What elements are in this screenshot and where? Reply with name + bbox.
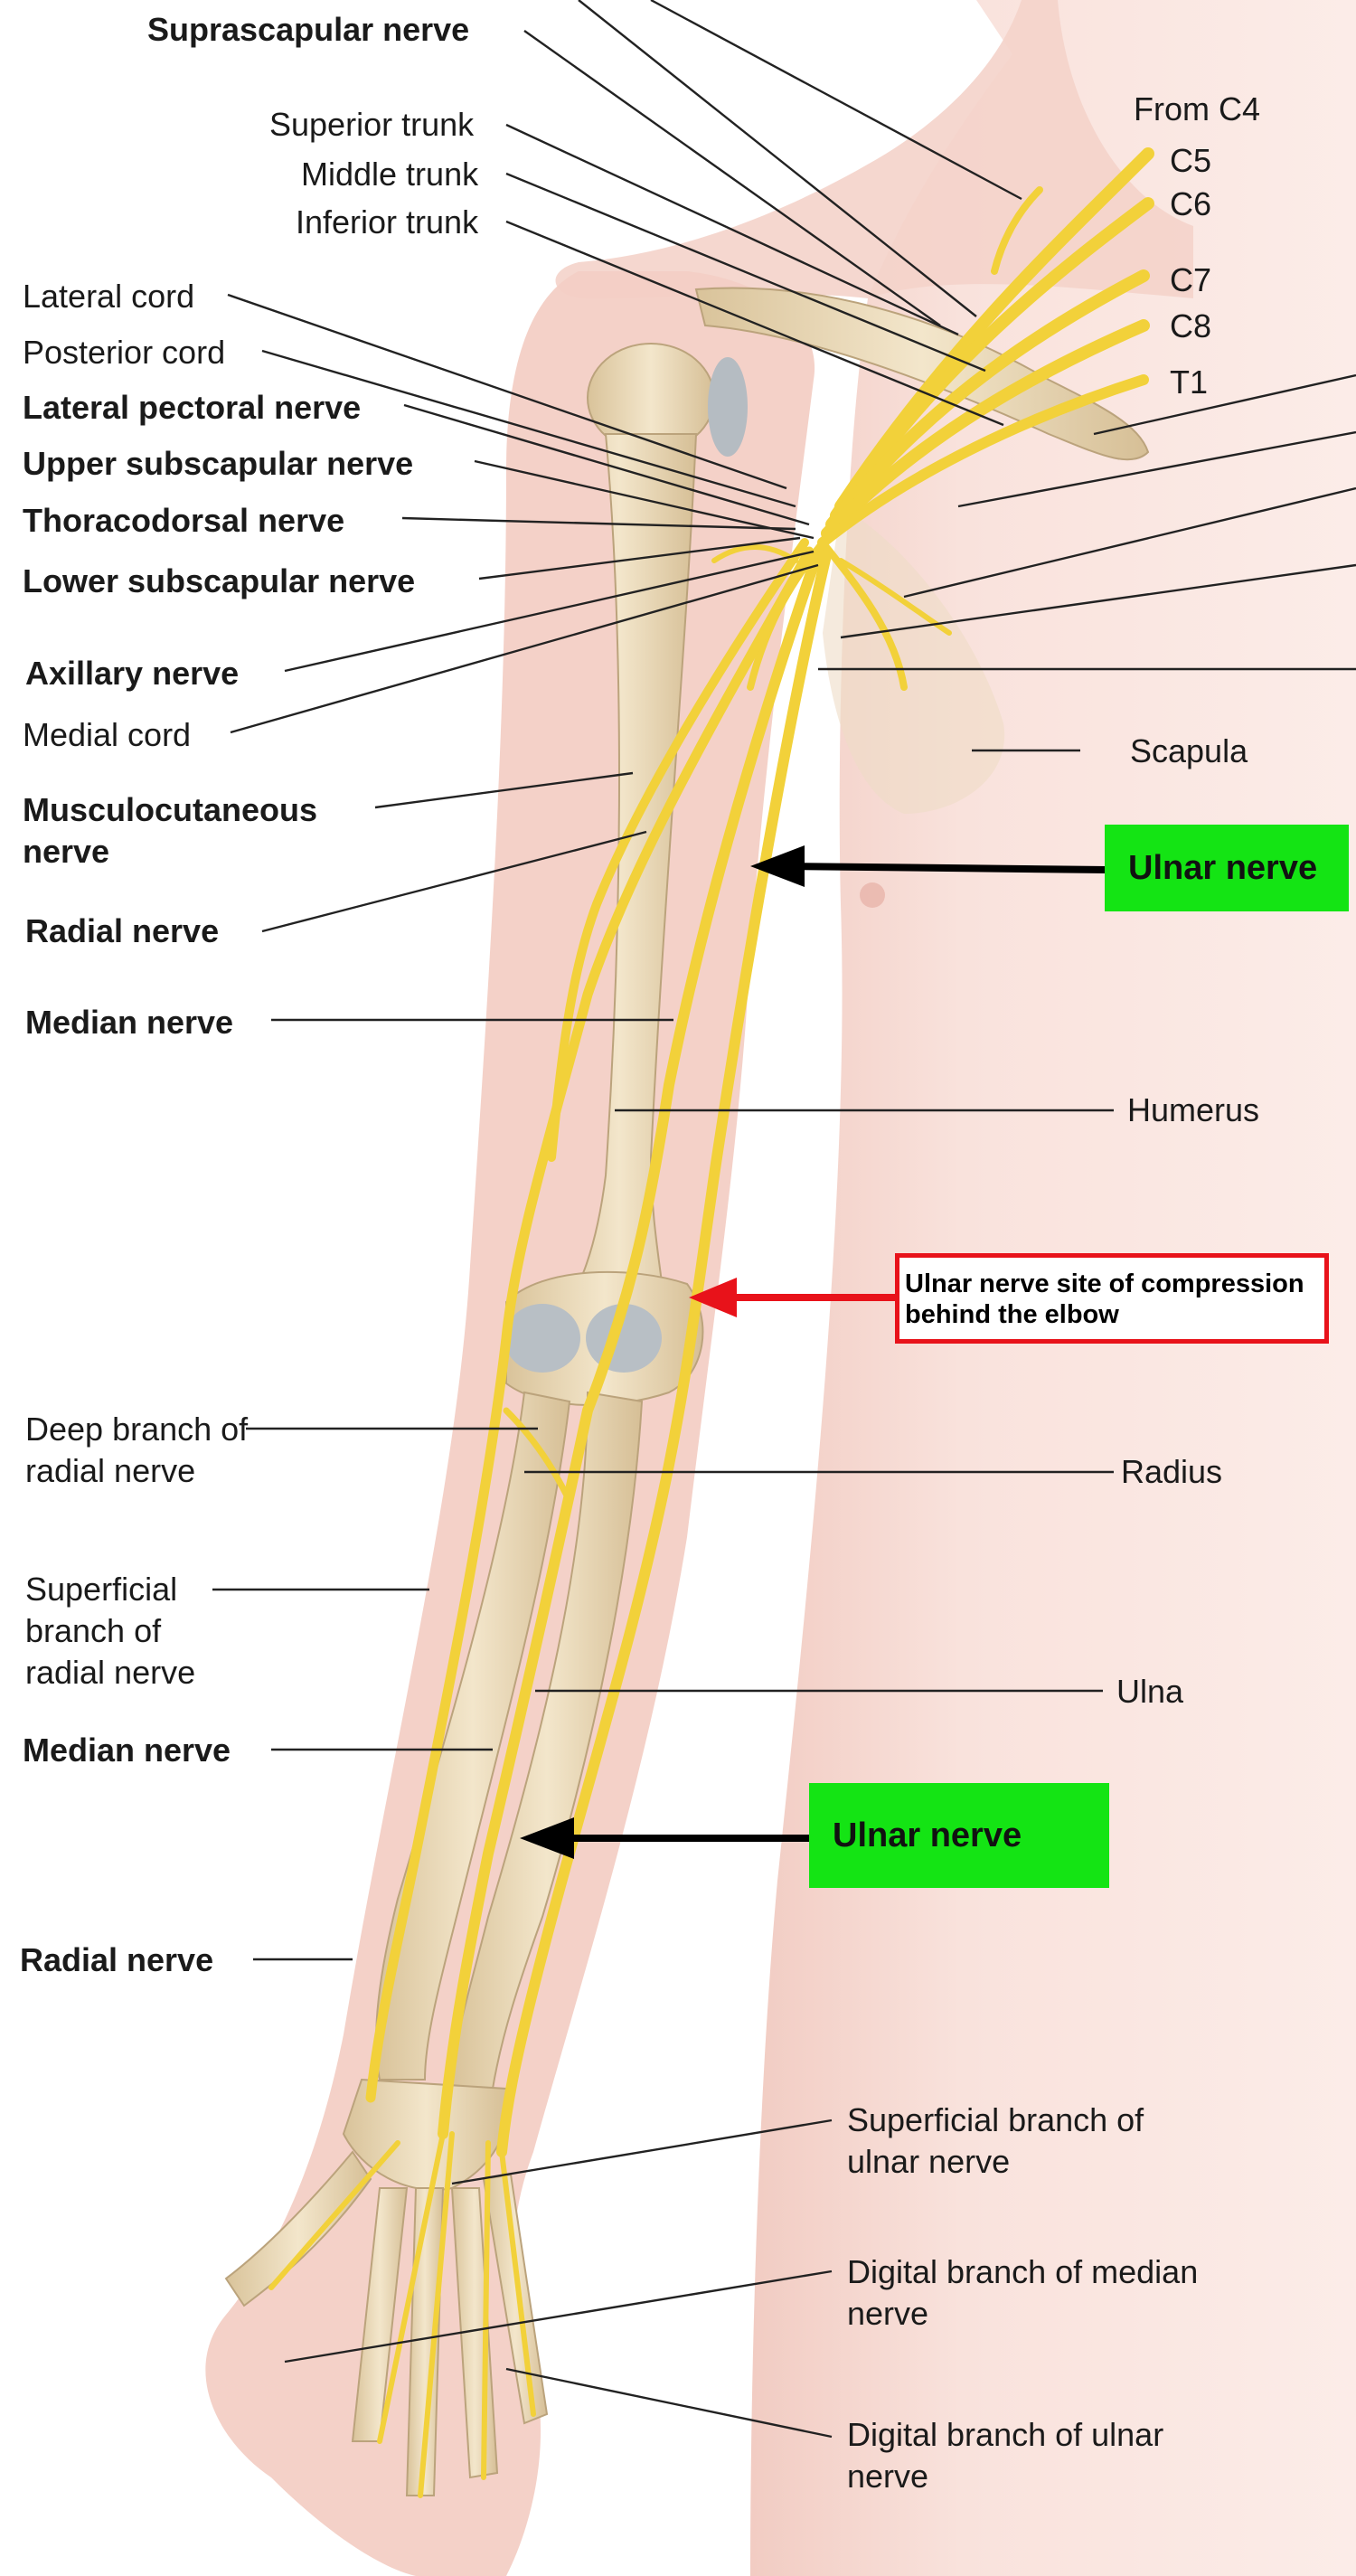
- glenoid-cartilage: [708, 357, 748, 457]
- callout-ulnar-compression-site: Ulnar nerve site of compression behind t…: [895, 1253, 1329, 1344]
- elbow-cartilage-left: [504, 1304, 580, 1373]
- callout-ulnar-nerve-upper: Ulnar nerve: [1105, 825, 1349, 911]
- label-scapula: Scapula: [1130, 732, 1248, 769]
- label-posterior-cord: Posterior cord: [23, 334, 226, 371]
- label-median-nerve-upper: Median nerve: [25, 1004, 234, 1041]
- label-t1: T1: [1170, 363, 1209, 401]
- nipple-mark: [860, 882, 885, 908]
- leader-lines: [212, 0, 1356, 2439]
- label-digital-branch-ulnar-nerve: Digital branch of ulnar nerve: [847, 2416, 1164, 2495]
- label-digital-branch-median-nerve: Digital branch of median nerve: [847, 2253, 1199, 2332]
- callout-ulnar-nerve-lower: Ulnar nerve: [809, 1783, 1109, 1888]
- label-c8: C8: [1170, 307, 1212, 344]
- label-c6: C6: [1170, 185, 1212, 222]
- label-radial-nerve-upper: Radial nerve: [25, 912, 220, 949]
- radius-bone: [375, 1391, 571, 2081]
- label-lower-subscapular-nerve: Lower subscapular nerve: [23, 562, 416, 599]
- label-radius: Radius: [1121, 1453, 1223, 1490]
- label-from-c4: From C4: [1134, 90, 1261, 127]
- label-median-nerve-lower: Median nerve: [23, 1731, 231, 1769]
- label-lateral-cord: Lateral cord: [23, 278, 195, 315]
- shoulder-skin: [555, 0, 1193, 298]
- label-deep-branch-radial-nerve: Deep branch of radial nerve: [25, 1411, 249, 1489]
- label-superficial-branch-radial-nerve: Superficial branch of radial nerve: [25, 1571, 196, 1691]
- label-radial-nerve-lower: Radial nerve: [20, 1941, 214, 1978]
- label-superficial-branch-ulnar-nerve: Superficial branch of ulnar nerve: [847, 2101, 1144, 2180]
- label-humerus: Humerus: [1127, 1091, 1260, 1128]
- label-thoracodorsal-nerve: Thoracodorsal nerve: [23, 502, 345, 539]
- label-upper-subscapular-nerve: Upper subscapular nerve: [23, 445, 414, 482]
- label-lateral-pectoral-nerve: Lateral pectoral nerve: [23, 389, 362, 426]
- callout-arrows: [520, 845, 1108, 1859]
- label-ulna: Ulna: [1116, 1673, 1184, 1710]
- label-suprascapular-nerve: Suprascapular nerve: [147, 11, 470, 48]
- scapula-shape: [823, 506, 1005, 814]
- label-musculocutaneous-nerve: Musculocutaneous nerve: [23, 791, 318, 870]
- label-axillary-nerve: Axillary nerve: [25, 655, 240, 692]
- thumb-bones: [224, 2150, 372, 2307]
- label-middle-trunk: Middle trunk: [301, 156, 479, 193]
- label-medial-cord: Medial cord: [23, 716, 192, 753]
- label-superior-trunk: Superior trunk: [269, 106, 475, 143]
- label-c7: C7: [1170, 261, 1212, 298]
- nerve-paths: [268, 147, 1154, 2498]
- label-c5: C5: [1170, 142, 1212, 179]
- label-inferior-trunk: Inferior trunk: [296, 203, 479, 241]
